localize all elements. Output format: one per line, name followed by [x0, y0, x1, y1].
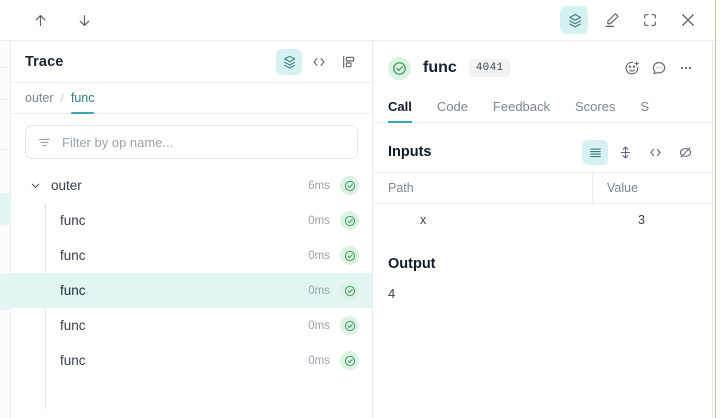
- background-highlight-band: [0, 274, 11, 310]
- trace-row-duration: 6ms: [308, 179, 330, 192]
- status-success-icon: [340, 316, 359, 335]
- breadcrumb-current[interactable]: func: [70, 90, 95, 114]
- expand-rows-icon[interactable]: [612, 140, 638, 165]
- status-success-icon: [388, 56, 411, 80]
- call-detail-header: func 4041: [374, 41, 712, 84]
- output-title: Output: [388, 256, 436, 272]
- toolbar-action-group: [560, 6, 702, 34]
- flamegraph-icon[interactable]: [336, 49, 362, 75]
- trace-panel: Trace outer / func: [11, 41, 373, 418]
- call-actions-group: [620, 56, 698, 80]
- background-divider: [0, 149, 11, 150]
- filter-container: Filter by op name...: [11, 114, 372, 168]
- more-options-icon[interactable]: [674, 56, 698, 80]
- trace-view-toggle-group: [276, 48, 362, 75]
- fullscreen-icon[interactable]: [636, 6, 664, 34]
- list-view-icon[interactable]: [582, 139, 608, 165]
- panel-right-border: [712, 41, 713, 418]
- close-icon[interactable]: [674, 6, 702, 34]
- inputs-section: Inputs: [374, 123, 712, 172]
- inputs-title: Inputs: [388, 144, 432, 160]
- inputs-header: Inputs: [388, 132, 698, 172]
- trace-tree-row-outer[interactable]: outer 6ms: [11, 168, 372, 203]
- tab-code[interactable]: Code: [436, 99, 468, 114]
- trace-row-label: func: [60, 248, 86, 263]
- trace-panel-header: Trace: [11, 41, 372, 83]
- tab-call[interactable]: Call: [388, 99, 412, 123]
- call-tabs: Call Code Feedback Scores S: [374, 91, 712, 123]
- breadcrumb-separator: /: [60, 91, 64, 105]
- page-title: func: [423, 59, 457, 76]
- input-path-cell: x: [420, 212, 427, 227]
- code-view-icon[interactable]: [642, 140, 668, 165]
- background-panel-edge: [0, 41, 11, 418]
- trace-tree-row[interactable]: func 0ms: [11, 308, 372, 343]
- filter-placeholder: Filter by op name...: [62, 134, 174, 150]
- status-success-icon: [340, 351, 359, 370]
- call-id-badge[interactable]: 4041: [468, 59, 511, 77]
- output-value: 4: [388, 286, 396, 301]
- code-icon[interactable]: [306, 49, 332, 75]
- status-success-icon: [340, 281, 359, 300]
- trace-row-duration: 0ms: [308, 354, 330, 367]
- trace-row-duration: 0ms: [308, 284, 330, 297]
- trace-tree: outer 6ms func 0ms func 0ms: [11, 168, 372, 418]
- trace-tree-row[interactable]: func 0ms: [11, 343, 372, 378]
- tab-scores[interactable]: Scores: [575, 99, 616, 114]
- trace-row-label: func: [60, 283, 86, 298]
- inputs-table-header: Path Value: [374, 172, 712, 204]
- background-divider: [0, 99, 11, 100]
- background-highlight-band: [0, 193, 11, 225]
- table-row[interactable]: x 3: [374, 204, 712, 235]
- status-success-icon: [340, 246, 359, 265]
- trace-panel-title: Trace: [25, 53, 64, 70]
- highlighter-icon[interactable]: [598, 6, 626, 34]
- trace-tree-row-selected[interactable]: func 0ms: [11, 273, 372, 308]
- layers-icon[interactable]: [560, 6, 588, 34]
- top-toolbar: [0, 0, 720, 41]
- toolbar-nav-group: [26, 6, 98, 34]
- inputs-table: Path Value x 3: [374, 172, 712, 235]
- input-value-cell: 3: [638, 212, 645, 227]
- breadcrumb: outer / func: [11, 83, 372, 114]
- nav-up-icon[interactable]: [26, 6, 54, 34]
- column-header-path: Path: [388, 181, 414, 195]
- trace-row-label: func: [60, 353, 86, 368]
- comment-icon[interactable]: [647, 56, 671, 80]
- tab-feedback[interactable]: Feedback: [492, 99, 551, 114]
- trace-row-label: func: [60, 318, 86, 333]
- add-reaction-icon[interactable]: [620, 56, 644, 80]
- call-title-row: func 4041: [388, 52, 698, 84]
- trace-row-label: outer: [51, 178, 82, 193]
- output-section: Output 4: [374, 256, 712, 301]
- hide-icon[interactable]: [672, 140, 698, 165]
- filter-input[interactable]: Filter by op name...: [25, 125, 358, 159]
- trace-tree-row[interactable]: func 0ms: [11, 238, 372, 273]
- status-success-icon: [340, 211, 359, 230]
- trace-tree-row[interactable]: func 0ms: [11, 203, 372, 238]
- trace-row-label: func: [60, 213, 86, 228]
- chevron-down-icon[interactable]: [29, 179, 42, 192]
- trace-row-duration: 0ms: [308, 214, 330, 227]
- nav-down-icon[interactable]: [70, 6, 98, 34]
- layers-icon[interactable]: [276, 48, 302, 75]
- inputs-view-toggle-group: [582, 139, 698, 165]
- background-divider: [0, 67, 11, 68]
- filter-icon: [37, 135, 52, 150]
- breadcrumb-parent[interactable]: outer: [25, 91, 54, 105]
- trace-row-duration: 0ms: [308, 249, 330, 262]
- column-header-value: Value: [592, 172, 712, 204]
- tab-summary[interactable]: S: [640, 99, 650, 114]
- window-right-accent: [715, 0, 716, 418]
- status-success-icon: [340, 176, 359, 195]
- trace-row-duration: 0ms: [308, 319, 330, 332]
- call-detail-panel: func 4041 Call Code Feedback: [374, 41, 712, 418]
